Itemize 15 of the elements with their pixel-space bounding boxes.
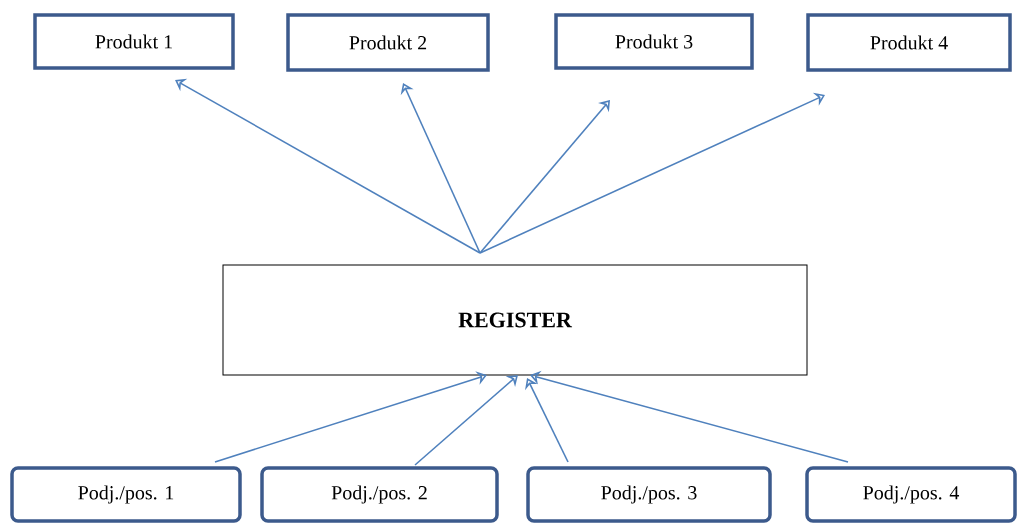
arrow <box>479 100 610 254</box>
register-box: REGISTER <box>222 264 808 376</box>
arrow <box>414 375 518 466</box>
product-box: Produkt 1 <box>33 13 235 70</box>
arrow <box>214 371 487 463</box>
product-box: Produkt 3 <box>554 13 754 70</box>
arrow <box>400 83 481 254</box>
product-box: Produkt 2 <box>286 13 490 72</box>
product-box: Produkt 4 <box>806 13 1012 72</box>
unit-box: Podj./pos. 3 <box>526 466 772 523</box>
arrow <box>479 92 825 254</box>
unit-box: Podj./pos. 1 <box>10 466 242 523</box>
unit-box: Podj./pos. 2 <box>260 466 499 523</box>
unit-box: Podj./pos. 4 <box>805 466 1017 523</box>
arrow <box>525 378 569 463</box>
